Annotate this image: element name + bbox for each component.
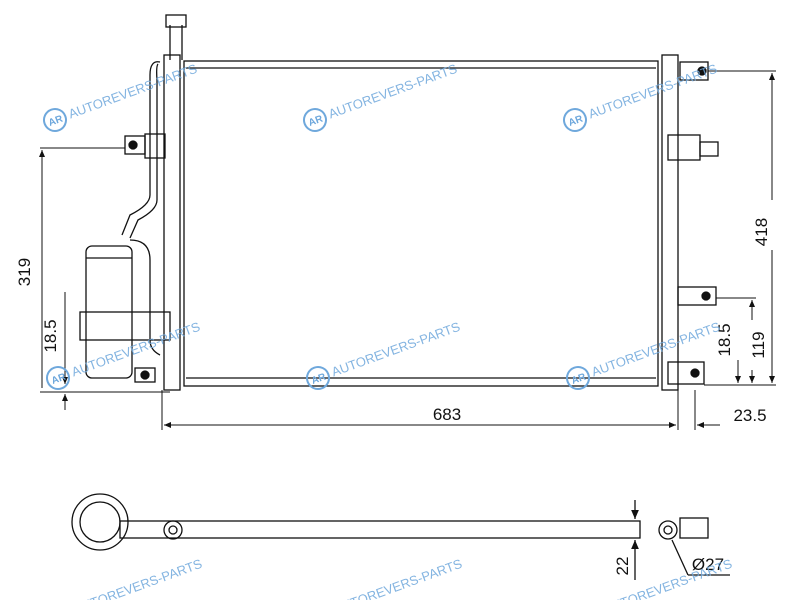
watermark-logo: AR: [570, 371, 588, 387]
dimension-lines: [39, 70, 776, 430]
dim-18-5-left: 18.5: [41, 319, 60, 352]
dim-319: 319: [15, 258, 34, 286]
watermark-text: AUTOREVERS-PARTS: [589, 319, 722, 380]
watermark-text: AUTOREVERS-PARTS: [326, 61, 459, 122]
left-tank: [163, 54, 181, 391]
front-view: [79, 14, 719, 391]
dim-18-5-right: 18.5: [715, 323, 734, 356]
watermark-logo: AR: [567, 113, 585, 129]
watermark-text: AUTOREVERS-PARTS: [329, 319, 462, 380]
watermark-text: AUTOREVERS-PARTS: [69, 319, 202, 380]
right-tank: [661, 54, 679, 391]
dim-23-5: 23.5: [733, 406, 766, 425]
pipe-fitting: [165, 14, 187, 28]
watermark-text: AUTOREVERS-PARTS: [586, 61, 719, 122]
core-profile: [119, 520, 641, 539]
dim-119: 119: [749, 331, 768, 358]
watermark-text: AUTOREVERS-PARTS: [71, 556, 204, 600]
dim-418: 418: [752, 218, 771, 246]
watermark-text: AUTOREVERS-PARTS: [331, 556, 464, 600]
dim-22: 22: [613, 557, 632, 576]
watermark-logo: AR: [307, 113, 325, 129]
watermark-logo: AR: [50, 371, 68, 387]
condenser-core: [183, 60, 659, 387]
watermark-logo: AR: [310, 371, 328, 387]
dim-diameter-27: Ø27: [692, 555, 724, 574]
watermark-logo: AR: [47, 113, 65, 129]
dim-683: 683: [433, 405, 461, 424]
bottom-view: [71, 493, 730, 580]
